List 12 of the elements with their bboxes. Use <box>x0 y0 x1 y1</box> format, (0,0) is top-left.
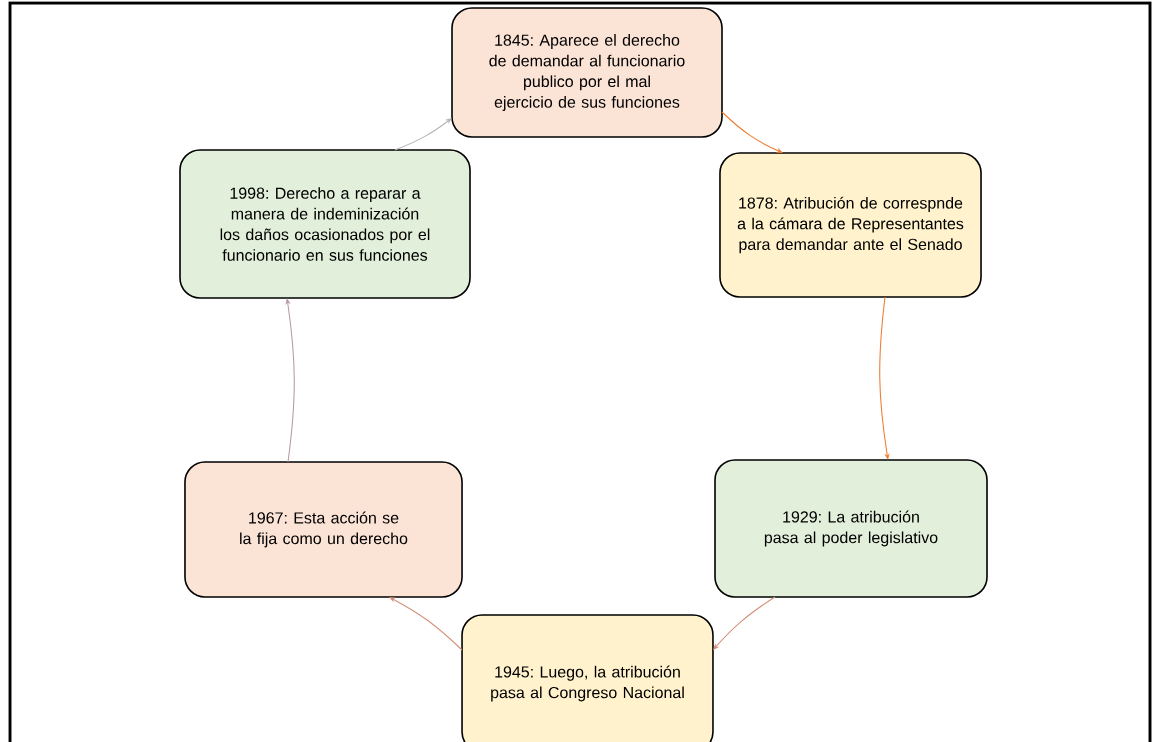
process-box: 1878: Atribución de correspnde a la cámara de Representantes para demandar ante el Senado <box>719 152 982 298</box>
process-box: 1998: Derecho a reparar a manera de indeminización los daños ocasionados por el funcionario en sus funciones <box>179 149 471 299</box>
process-box: 1845: Aparece el derecho de demandar al funcionario publico por el mal ejercicio de sus funciones <box>451 7 723 138</box>
process-box: 1967: Esta acción se la fija como un derecho <box>184 461 463 598</box>
arrow <box>879 296 890 460</box>
arrow <box>389 597 463 651</box>
arrow <box>394 118 452 151</box>
process-box: 1929: La atribución pasa al poder legislativo <box>714 459 988 598</box>
arrow <box>713 596 776 650</box>
arrow <box>721 111 783 153</box>
process-box: 1945: Luego, la atribución pasa al Congreso Nacional <box>461 614 714 742</box>
arrow <box>285 298 295 463</box>
